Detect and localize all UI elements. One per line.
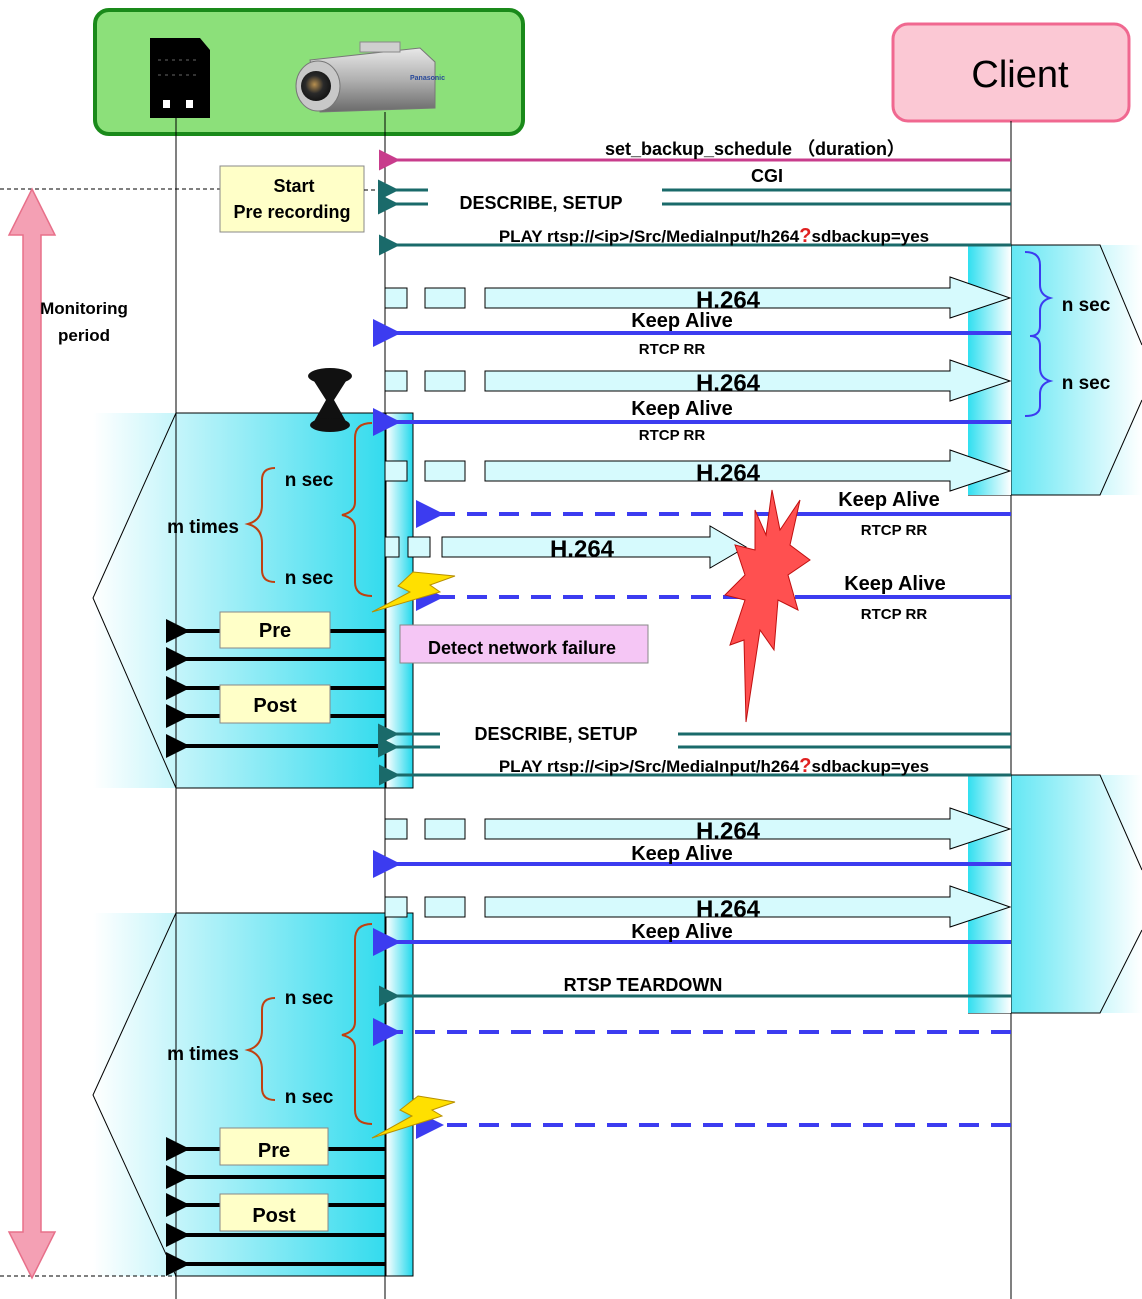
client-activation-2 [968,775,1011,1013]
monitoring-period-label-2: period [58,326,110,345]
keep-alive-label-6: Keep Alive [631,921,733,943]
m-times-label-1: m times [167,517,239,538]
n-sec-label-left-3: n sec [285,988,334,1009]
rtcp-rr-label-2: RTCP RR [639,427,706,444]
camera-activation-2 [386,913,413,1276]
client-box: Client [893,24,1129,121]
h264-label-4: H.264 [550,536,615,563]
n-sec-label-left-1: n sec [285,470,334,491]
keep-alive-label-3: Keep Alive [838,489,940,511]
h264-label-5: H.264 [696,818,761,845]
pre-label-1: Pre [259,620,291,642]
h264-label-2: H.264 [696,370,761,397]
svg-text:Panasonic: Panasonic [410,75,445,82]
rtcp-rr-label-4: RTCP RR [861,606,928,623]
sd-card-icon [150,38,210,118]
network-failure-explosion-icon [725,490,810,722]
play-label-2: PLAY rtsp://<ip>/Src/MediaInput/h264?sdb… [499,755,929,777]
start-label: Start [273,176,314,196]
keep-alive-label-5: Keep Alive [631,843,733,865]
keep-alive-label-2: Keep Alive [631,398,733,420]
post-label-1: Post [253,695,297,717]
h264-label-3: H.264 [696,460,761,487]
n-sec-label-left-4: n sec [285,1087,334,1108]
cgi-label: CGI [751,166,783,186]
keep-alive-label-1: Keep Alive [631,310,733,332]
hourglass-icon [308,368,352,432]
keep-alive-label-4: Keep Alive [844,573,946,595]
n-sec-label-right-2: n sec [1062,373,1111,394]
n-sec-label-left-2: n sec [285,568,334,589]
pre-label-2: Pre [258,1140,290,1162]
detect-network-failure-label: Detect network failure [428,638,616,658]
rtsp-teardown-label: RTSP TEARDOWN [564,975,723,995]
m-times-label-2: m times [167,1044,239,1065]
describe-setup-label-2: DESCRIBE, SETUP [474,724,637,744]
rtcp-rr-label-1: RTCP RR [639,341,706,358]
describe-setup-label-1: DESCRIBE, SETUP [459,193,622,213]
post-label-2: Post [252,1205,296,1227]
loop-panel-left-1 [93,413,413,788]
rtcp-rr-label-3: RTCP RR [861,522,928,539]
play-label-1: PLAY rtsp://<ip>/Src/MediaInput/h264?sdb… [499,225,929,247]
monitoring-period-label-1: Monitoring [40,299,128,318]
pre-recording-label: Pre recording [233,202,350,222]
set-backup-schedule-label: set_backup_schedule （duration） [605,139,905,159]
client-label: Client [971,54,1069,96]
n-sec-label-right-1: n sec [1062,295,1111,316]
h264-label-6: H.264 [696,896,761,923]
